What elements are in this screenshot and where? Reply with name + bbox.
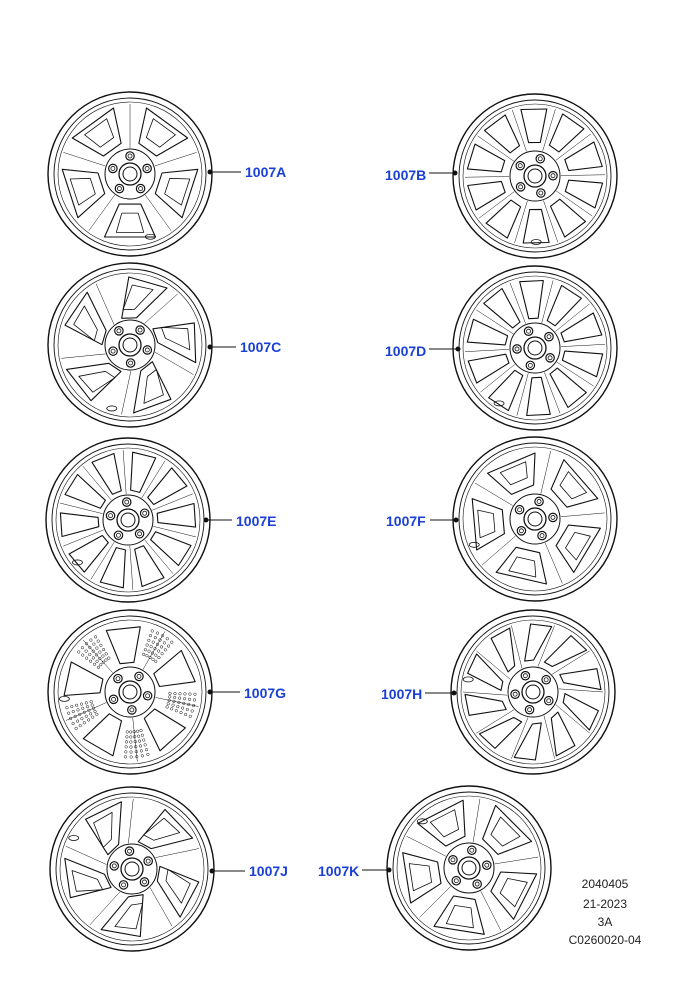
callout-1007B: 1007B <box>385 167 426 183</box>
wheel-1007E <box>45 437 232 603</box>
callout-1007E: 1007E <box>236 513 276 529</box>
callout-1007C: 1007C <box>240 339 281 355</box>
callout-1007F: 1007F <box>386 513 426 529</box>
callout-1007D: 1007D <box>385 343 426 359</box>
wheel-1007G <box>47 609 240 775</box>
wheel-1007D <box>429 265 618 431</box>
callout-1007K: 1007K <box>318 863 359 879</box>
wheel-1007F <box>430 436 618 602</box>
wheel-1007K <box>362 785 552 951</box>
wheel-1007H <box>425 609 616 775</box>
wheel-1007A <box>47 91 241 257</box>
wheel-1007B <box>429 93 618 259</box>
date-code: 21-2023 <box>582 897 628 911</box>
callout-1007H: 1007H <box>381 686 422 702</box>
revision-code: 3A <box>597 915 613 929</box>
illustration-code: C0260020-04 <box>568 933 642 947</box>
wheel-1007C <box>47 262 236 428</box>
wheel-1007J <box>49 786 245 952</box>
callout-1007G: 1007G <box>244 685 286 701</box>
part-number: 2040405 <box>581 877 629 891</box>
callout-1007J: 1007J <box>249 863 288 879</box>
callout-1007A: 1007A <box>245 164 286 180</box>
